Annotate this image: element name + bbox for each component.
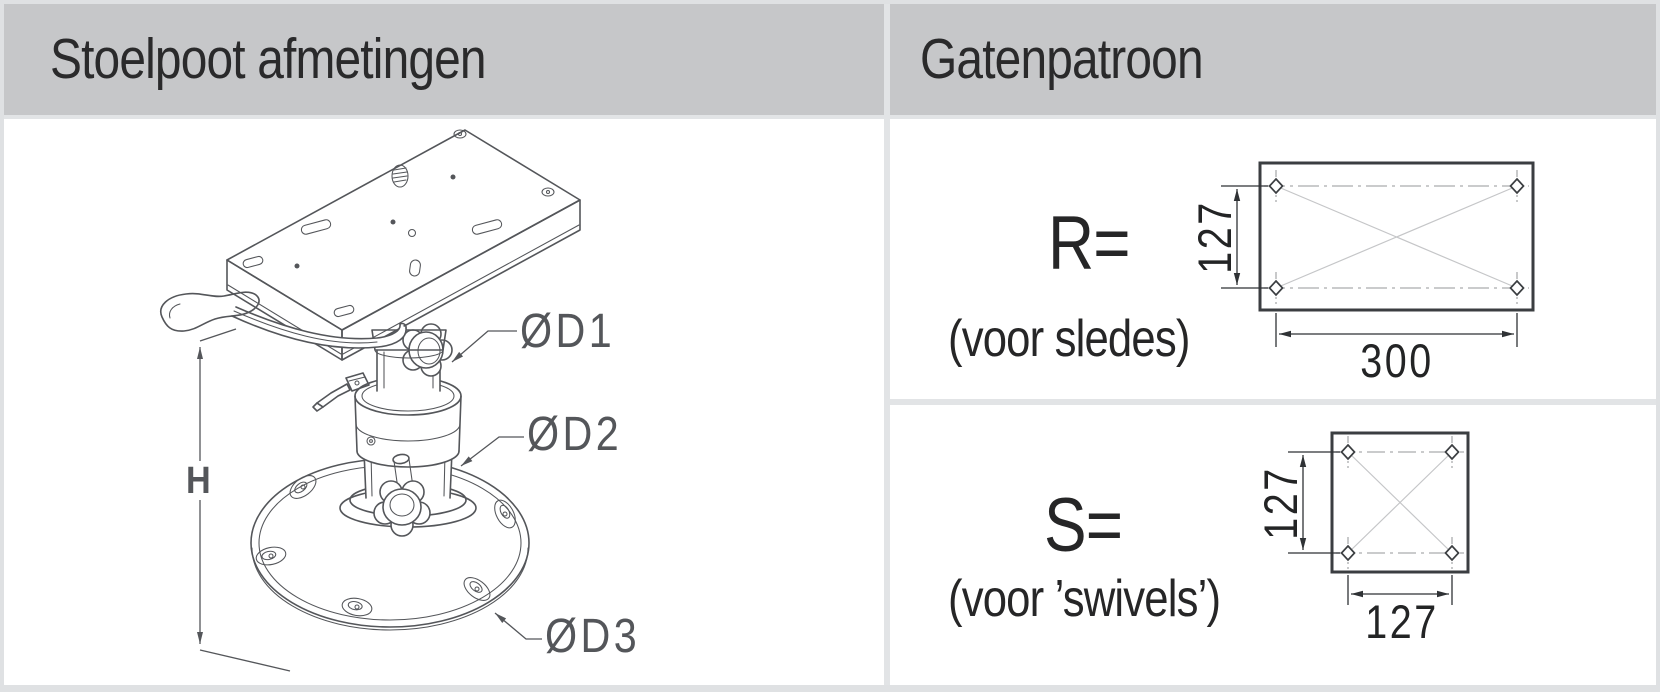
- base-screw-pocket: [289, 475, 317, 499]
- clamp-lever: [312, 372, 370, 412]
- pattern-r-caption: (voor sledes): [948, 310, 1190, 368]
- right-panel-title: Gatenpatroon: [920, 31, 1257, 88]
- base-screw-pocket: [494, 499, 516, 529]
- header-right-cell: [890, 4, 1656, 115]
- height-dimension: H: [186, 328, 291, 672]
- pattern-s-caption: (voor ’swivels’): [948, 570, 1221, 628]
- border-right: [1656, 0, 1660, 692]
- left-panel-title-text: Stoelpoot afmetingen: [50, 27, 487, 91]
- left-panel-title: Stoelpoot afmetingen: [50, 31, 569, 88]
- threaded-stud: [391, 164, 409, 188]
- base-screw-pocket: [463, 577, 491, 601]
- lower-adjustment-knob: [373, 453, 431, 537]
- pedestal-drawing: H ØD1 ØD2 ØD3: [160, 129, 640, 672]
- header-left-cell: [4, 4, 884, 115]
- pattern-r-dim-horizontal: 300: [1360, 336, 1433, 388]
- pattern-r-dim-vertical: 127: [1190, 200, 1242, 273]
- pattern-s-diagram: 127 127: [1256, 431, 1470, 649]
- corner-bolt-hole: [453, 129, 467, 139]
- pattern-r-diagram: 127 300: [1190, 161, 1535, 388]
- diameter-d1-label: ØD1: [520, 304, 615, 358]
- base-screw-pocket: [255, 546, 287, 566]
- pattern-r-holes: [1268, 177, 1525, 297]
- pattern-s-dim-horizontal: 127: [1365, 597, 1438, 649]
- diameter-d2-label: ØD2: [527, 407, 622, 461]
- height-label: H: [186, 458, 211, 501]
- column-collar: [354, 376, 462, 468]
- base-screw-pocket: [341, 597, 373, 617]
- pattern-s-symbol: S=: [1044, 483, 1123, 568]
- corner-bolt-hole: [541, 187, 555, 197]
- diameter-d3-label: ØD3: [545, 609, 640, 663]
- pattern-divider-horizontal: [890, 399, 1656, 405]
- pattern-s-holes: [1340, 443, 1460, 562]
- header-underline: [4, 115, 1656, 119]
- diameter-callouts: ØD1 ØD2 ØD3: [451, 304, 640, 663]
- border-left: [0, 0, 4, 692]
- release-lever: [160, 291, 407, 349]
- right-panel-title-text: Gatenpatroon: [920, 27, 1204, 91]
- border-top: [0, 0, 1660, 4]
- hole-pattern-drawings: 127 300: [1190, 161, 1535, 649]
- border-bottom: [0, 685, 1660, 692]
- panel-divider-vertical: [884, 4, 890, 685]
- pattern-r-symbol: R=: [1048, 201, 1131, 286]
- pattern-s-dim-vertical: 127: [1256, 466, 1308, 539]
